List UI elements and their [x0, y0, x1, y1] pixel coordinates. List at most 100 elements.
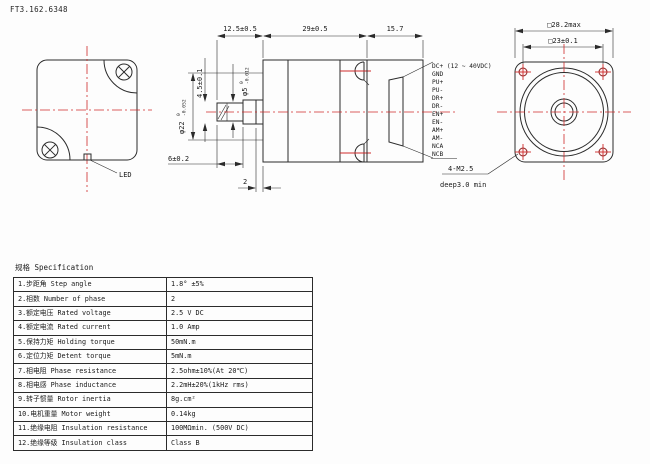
spec-label: 5.保持力矩 Holding torque [13, 334, 167, 350]
spec-value: 2.5 V DC [166, 305, 313, 322]
svg-text:2: 2 [243, 178, 247, 186]
side-view: 12.5±0.5 29±0.5 15.7 [168, 25, 492, 192]
spec-label: 9.转子惯量 Rotor inertia [13, 392, 167, 408]
wire-label: EN+ [432, 111, 443, 118]
mounting-hole [515, 64, 531, 80]
rear-housing [366, 59, 457, 163]
wire-label: DR+ [432, 95, 443, 102]
spec-value: 50mN.m [166, 334, 313, 350]
spec-value: 2.5ohm±10%(At 20℃) [166, 363, 313, 379]
spec-value: 100MΩmin. (500V DC) [166, 420, 313, 437]
spec-label: 2.相数 Number of phase [13, 291, 167, 307]
motor-body [262, 59, 371, 163]
spec-value: 2.2mH±20%(1kHz rms) [166, 377, 313, 394]
spec-table-title: 规格 Specification [15, 263, 94, 272]
wire-leader-line [402, 61, 434, 78]
spec-label: 7.相电阻 Phase resistance [13, 363, 167, 379]
wire-label: NCB [432, 151, 443, 158]
dimension-rear-length: 15.7 [367, 25, 423, 39]
svg-text:-0.012: -0.012 [245, 67, 251, 84]
spec-label: 4.额定电流 Rated current [13, 320, 167, 336]
wire-label: PU+ [432, 79, 443, 86]
svg-text:□28.2max: □28.2max [547, 21, 581, 29]
svg-text:15.7: 15.7 [387, 25, 404, 33]
dimension-body-length: 29±0.5 [263, 25, 367, 39]
wire-label: AM+ [432, 127, 443, 134]
technical-drawing: LED 12.5±0.5 29±0.5 [22, 21, 631, 192]
wire-label: PU- [432, 87, 443, 94]
wire-label: DC+ (12 ~ 40VDC) [432, 63, 492, 70]
wire-label: GND [432, 71, 443, 78]
dimension-shaft-length: 6±0.2 [168, 125, 244, 168]
spec-label: 12.绝缘等级 Insulation class [13, 435, 167, 451]
mounting-hole [515, 144, 531, 160]
svg-text:4-M2.5: 4-M2.5 [448, 165, 473, 173]
spec-label: 6.定位力矩 Detent torque [13, 348, 167, 365]
front-view: □28.2max □23±0.1 [440, 21, 631, 189]
dimension-hole-spacing: □23±0.1 [523, 37, 603, 50]
svg-text:29±0.5: 29±0.5 [302, 25, 327, 33]
spec-value: 1.8° ±5% [166, 276, 313, 293]
note-leader-line [487, 153, 519, 175]
rear-view: LED [22, 46, 152, 192]
svg-text:-0.052: -0.052 [182, 99, 188, 116]
svg-text:4.5±0.1: 4.5±0.1 [196, 68, 204, 98]
svg-text:0: 0 [176, 113, 182, 116]
spec-label: 1.步距角 Step angle [13, 276, 167, 293]
dimension-pilot-length: 2 [238, 128, 281, 192]
svg-text:φ22: φ22 [178, 121, 186, 134]
svg-text:6±0.2: 6±0.2 [168, 155, 189, 163]
dimension-outer-square: □28.2max [515, 21, 613, 34]
spec-label: 11.绝缘电阻 Insulation resistance [13, 420, 167, 437]
wire-label: DR- [432, 103, 443, 110]
wire-labels: DC+ (12 ~ 40VDC) GND PU+ PU- DR+ DR- EN+… [432, 63, 492, 158]
spec-label: 8.相电感 Phase inductance [13, 377, 167, 394]
dimension-hub-diameter: φ22 0 -0.052 [176, 72, 263, 141]
wire-leader-line [402, 145, 434, 159]
dimension-shaft-flat: 4.5±0.1 [196, 58, 208, 142]
spec-label: 3.额定电压 Rated voltage [13, 305, 167, 322]
led-indicator [83, 153, 92, 161]
svg-text:12.5±0.5: 12.5±0.5 [223, 25, 257, 33]
spec-value: 5mN.m [166, 348, 313, 365]
wire-label: EN- [432, 119, 443, 126]
wire-label: AM- [432, 135, 443, 142]
spec-value: 2 [166, 291, 313, 307]
svg-text:0: 0 [239, 81, 245, 84]
led-leader-line [89, 159, 118, 174]
screw-pocket-arc [36, 126, 71, 161]
dimension-front-length: 12.5±0.5 [217, 25, 263, 39]
mounting-hole-note: 4-M2.5 deep3.0 min [440, 153, 519, 189]
screw-icon [41, 141, 59, 159]
wire-label: NCA [432, 143, 443, 150]
mounting-hole [595, 64, 611, 80]
led-label: LED [119, 171, 132, 179]
spec-value: Class B [166, 435, 313, 451]
svg-text:deep3.0 min: deep3.0 min [440, 181, 486, 189]
dimension-shaft-diameter: φ5 0 -0.012 [230, 64, 251, 138]
svg-text:φ5: φ5 [241, 88, 249, 96]
spec-value: 1.0 Amp [166, 320, 313, 336]
connector-block [388, 76, 404, 147]
spec-value: 8g.cm² [166, 392, 313, 408]
document-number: FT3.162.6348 [10, 5, 68, 14]
mounting-hole [595, 144, 611, 160]
svg-text:□23±0.1: □23±0.1 [548, 37, 578, 45]
screw-icon [115, 63, 133, 81]
spec-label: 10.电机重量 Motor weight [13, 406, 167, 422]
screw-pocket-arc [103, 59, 138, 94]
